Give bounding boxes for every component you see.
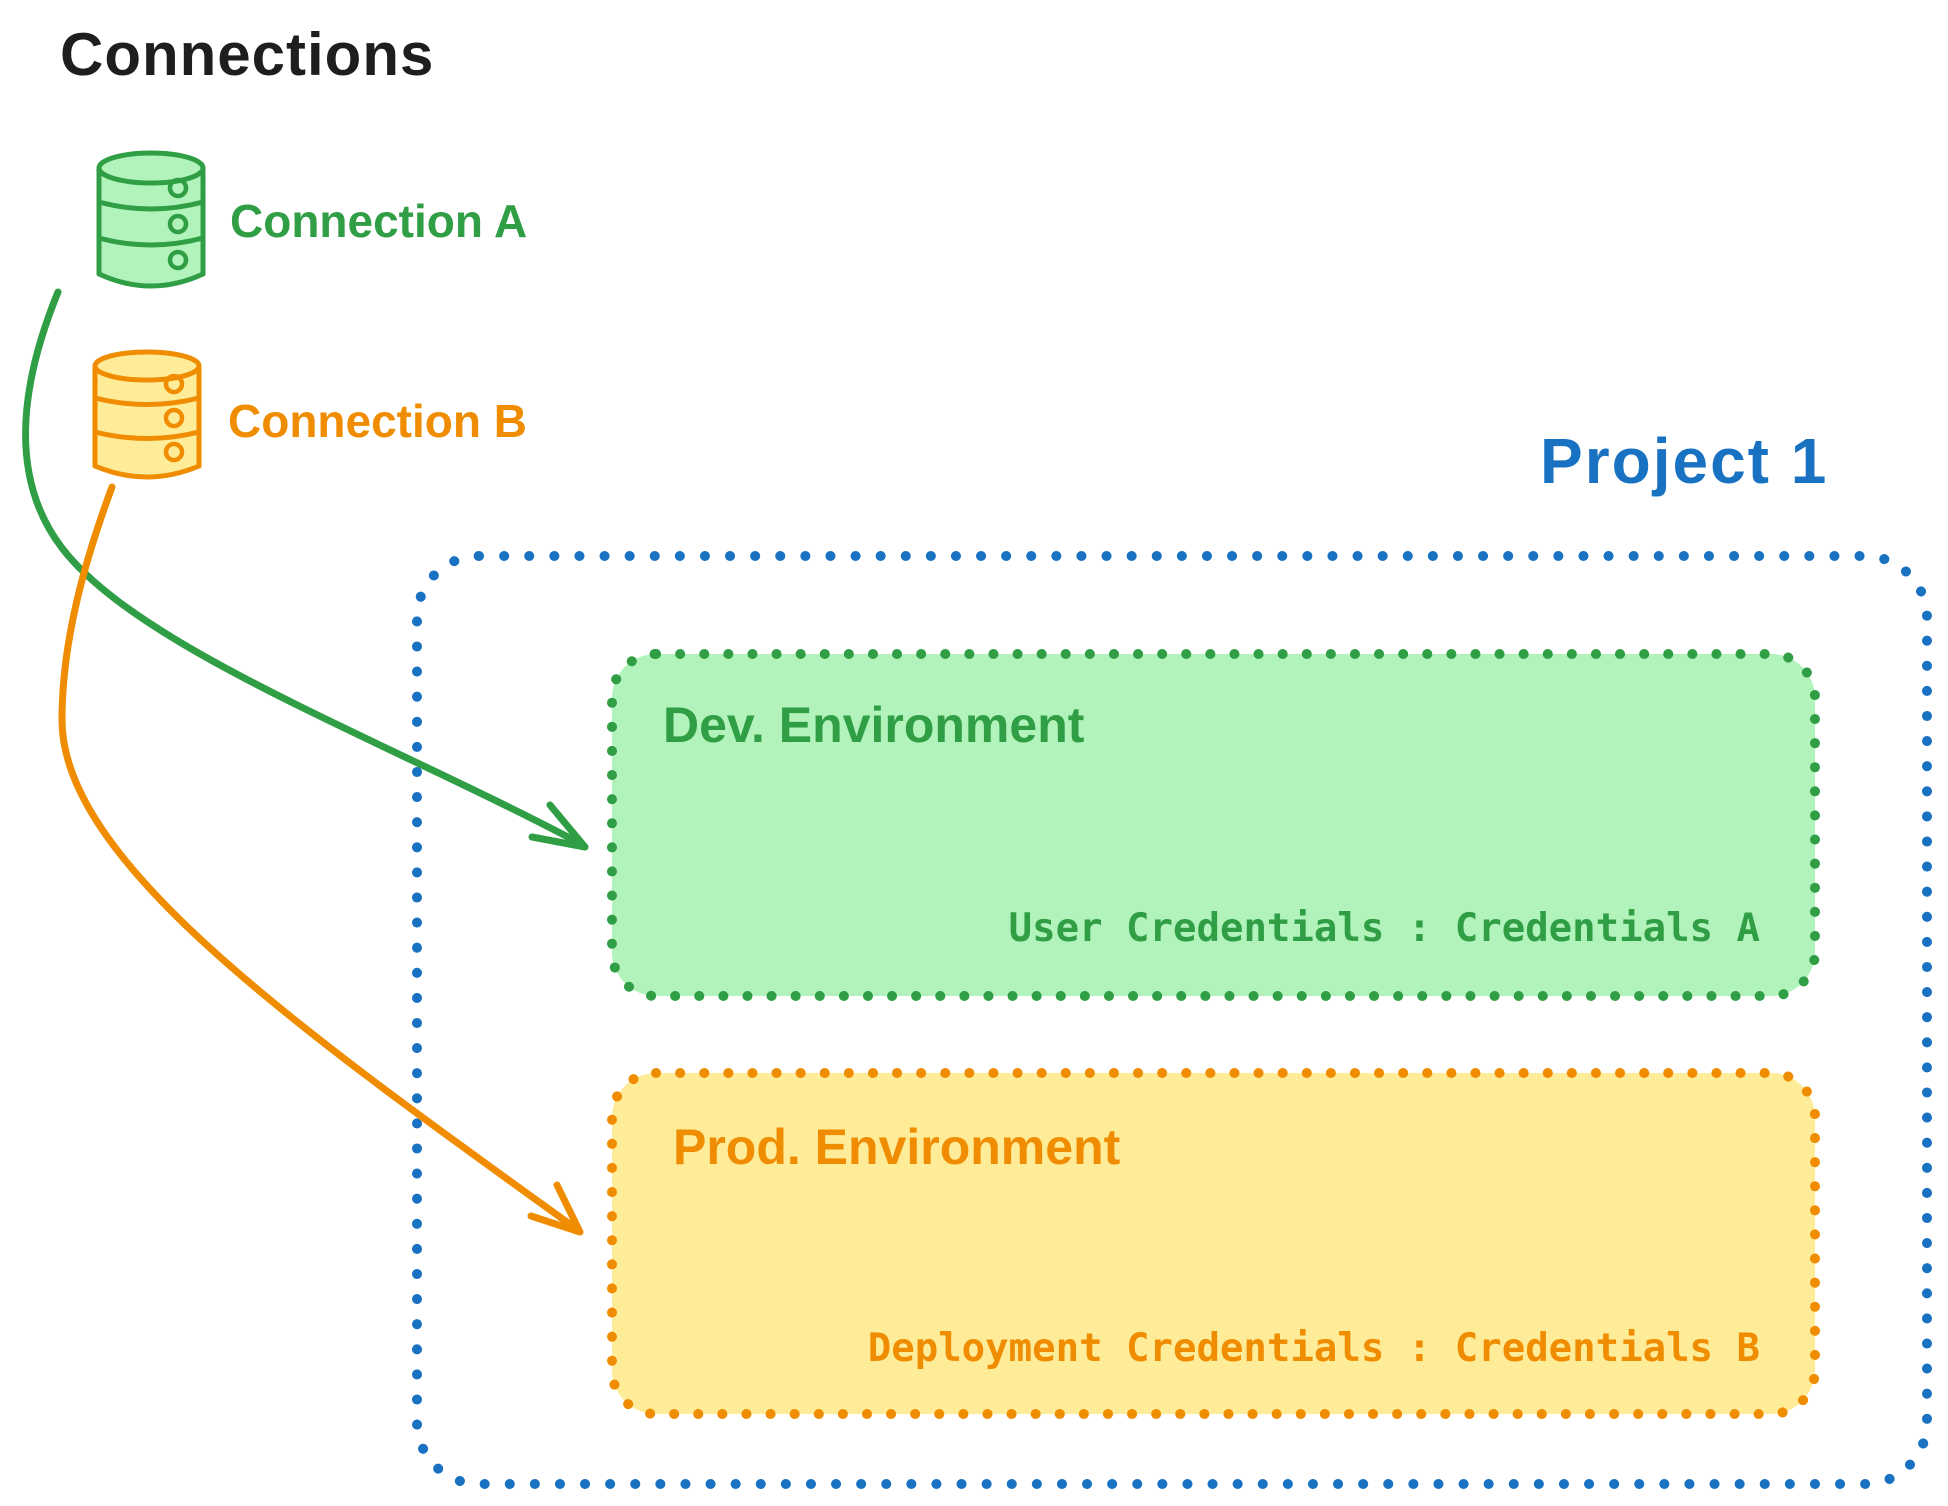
- prod-environment-title: Prod. Environment: [673, 1119, 1121, 1175]
- dev-environment-box: [607, 649, 1820, 1001]
- database-icon-connection-a: [96, 150, 206, 289]
- connection-a-label: Connection A: [230, 195, 528, 247]
- prod-credentials-text: Deployment Credentials : Credentials B: [867, 1326, 1760, 1371]
- dev-environment-title: Dev. Environment: [663, 697, 1085, 753]
- dev-credentials-text: User Credentials : Credentials A: [1008, 906, 1760, 951]
- prod-environment-box: [607, 1068, 1820, 1419]
- project-title: Project 1: [1540, 425, 1829, 497]
- connections-title: Connections: [60, 21, 435, 88]
